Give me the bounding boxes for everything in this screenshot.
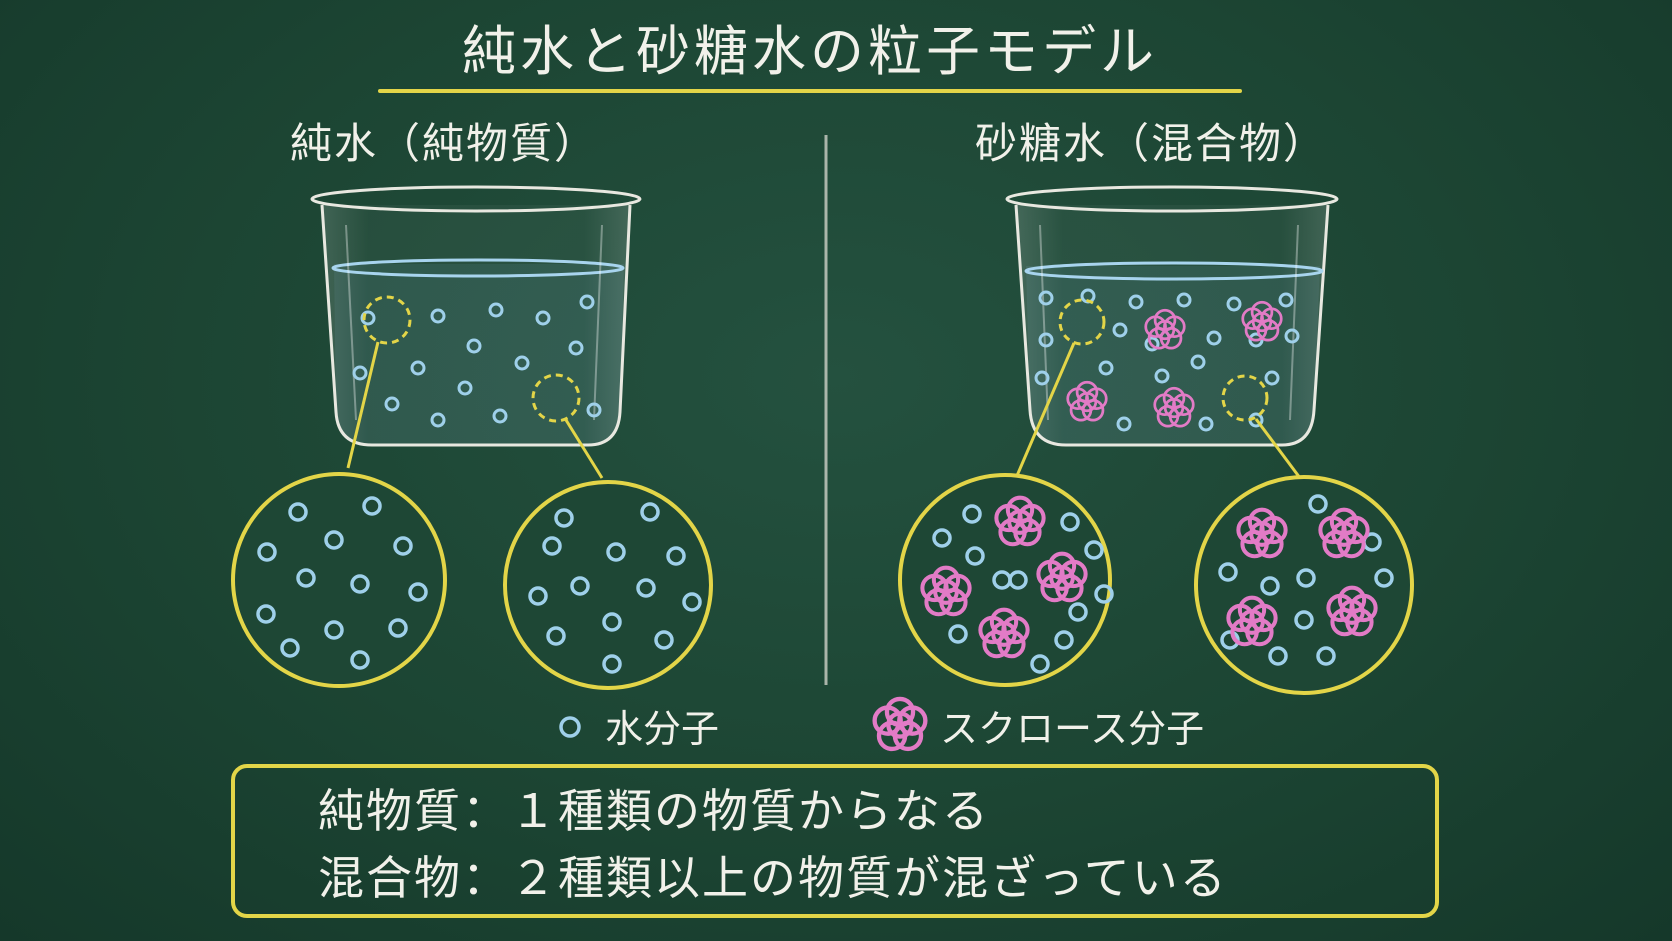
left-heading: 純水（純物質） bbox=[290, 119, 598, 168]
zoom-marker-left-1 bbox=[362, 295, 412, 345]
sucrose-molecule-icon bbox=[875, 699, 926, 749]
definition-mixture: 混合物：２種類以上の物質が混ざっている bbox=[318, 851, 1228, 905]
left-beaker-water-molecules bbox=[352, 294, 602, 428]
definition-pure-substance: 純物質：１種類の物質からなる bbox=[318, 784, 990, 838]
zoom-circle-right-1 bbox=[898, 473, 1112, 687]
zoom4-water-molecules bbox=[1218, 494, 1394, 666]
zoom3-water-molecules bbox=[932, 504, 1114, 674]
zoom-marker-right-1 bbox=[1058, 298, 1106, 346]
zoom2-water-molecules bbox=[528, 502, 702, 674]
zoom-line-left-1 bbox=[346, 341, 380, 469]
page-title: 純水と砂糖水の粒子モデル bbox=[462, 20, 1158, 83]
water-molecule-icon bbox=[559, 716, 581, 738]
definition-box bbox=[231, 764, 1439, 918]
zoom-line-right-2 bbox=[1254, 418, 1302, 479]
legend-water-label: 水分子 bbox=[605, 707, 719, 751]
legend-sucrose-label: スクロース分子 bbox=[940, 707, 1204, 751]
zoom1-water-molecules bbox=[256, 496, 428, 670]
zoom-circle-left-1 bbox=[231, 472, 447, 688]
zoom-marker-left-2 bbox=[531, 373, 581, 423]
zoom-marker-right-2 bbox=[1221, 374, 1269, 422]
zoom-line-right-1 bbox=[1014, 342, 1076, 479]
right-heading: 砂糖水（混合物） bbox=[975, 119, 1327, 168]
zoom-line-left-2 bbox=[564, 419, 604, 479]
zoom-circle-left-2 bbox=[503, 480, 713, 690]
right-beaker-water-molecules bbox=[1034, 288, 1300, 432]
